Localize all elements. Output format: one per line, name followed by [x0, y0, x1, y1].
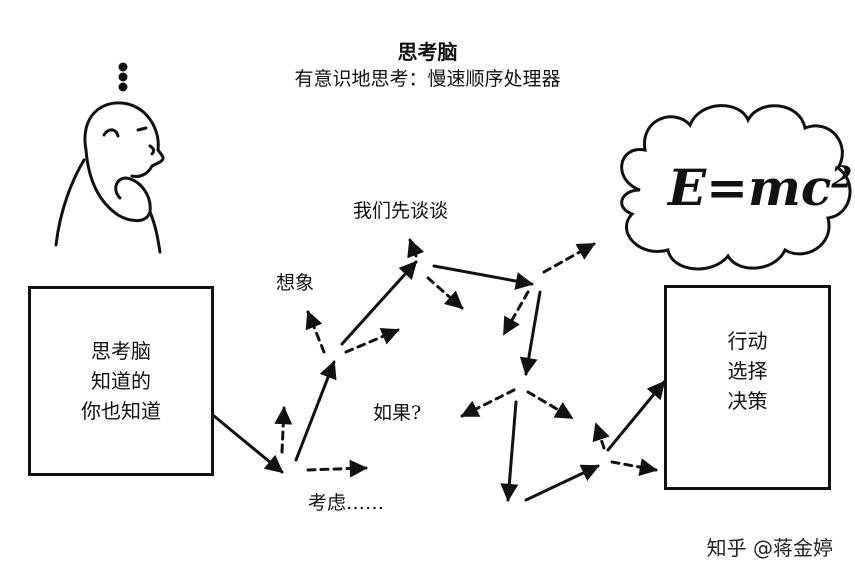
- arrow-dashed: [407, 238, 425, 259]
- box-line: 选择: [727, 359, 768, 383]
- arrow-solid: [340, 260, 418, 346]
- diagram-subtitle: 有意识地思考：慢速顺序处理器: [294, 68, 561, 90]
- watermark: 知乎 @蒋金婷: [706, 536, 833, 560]
- box-line: 行动: [727, 329, 768, 353]
- thinking-brain-box: 思考脑 知道的 你也知道: [28, 286, 214, 476]
- box-line: 决策: [727, 389, 768, 413]
- arrow-dashed: [344, 328, 400, 354]
- arrow-dashed: [526, 390, 574, 420]
- equation: E=mc2: [668, 158, 853, 217]
- diagram-title: 思考脑: [397, 40, 458, 64]
- arrow-solid: [294, 360, 337, 462]
- thinking-man-icon: [54, 62, 165, 254]
- label-imagine: 想象: [276, 272, 315, 294]
- arrow-solid: [519, 290, 542, 376]
- label-talk: 我们先谈谈: [353, 200, 449, 222]
- arrow-solid: [432, 264, 534, 290]
- arrow-dashed: [502, 290, 530, 336]
- box-line: 知道的: [91, 369, 151, 393]
- box-line: 你也知道: [81, 399, 161, 423]
- arrow-solid: [606, 380, 666, 452]
- arrow-dashed: [460, 388, 516, 418]
- label-what-if: 如果?: [373, 402, 422, 424]
- arrow-dashed: [274, 406, 293, 454]
- label-consider: 考虑……: [308, 492, 385, 514]
- arrow-solid: [212, 414, 284, 474]
- action-box: 行动 选择 决策: [664, 285, 831, 490]
- arrow-solid: [524, 464, 600, 502]
- arrow-dashed: [305, 310, 326, 354]
- box-line: 思考脑: [91, 339, 151, 363]
- arrow-dashed: [610, 458, 658, 476]
- thought-bubble-icon: [620, 104, 852, 271]
- arrow-dashed: [542, 242, 596, 274]
- arrow-dashed: [426, 276, 464, 310]
- arrow-dashed: [306, 459, 368, 478]
- arrow-dashed: [592, 422, 610, 450]
- arrow-solid: [500, 400, 519, 502]
